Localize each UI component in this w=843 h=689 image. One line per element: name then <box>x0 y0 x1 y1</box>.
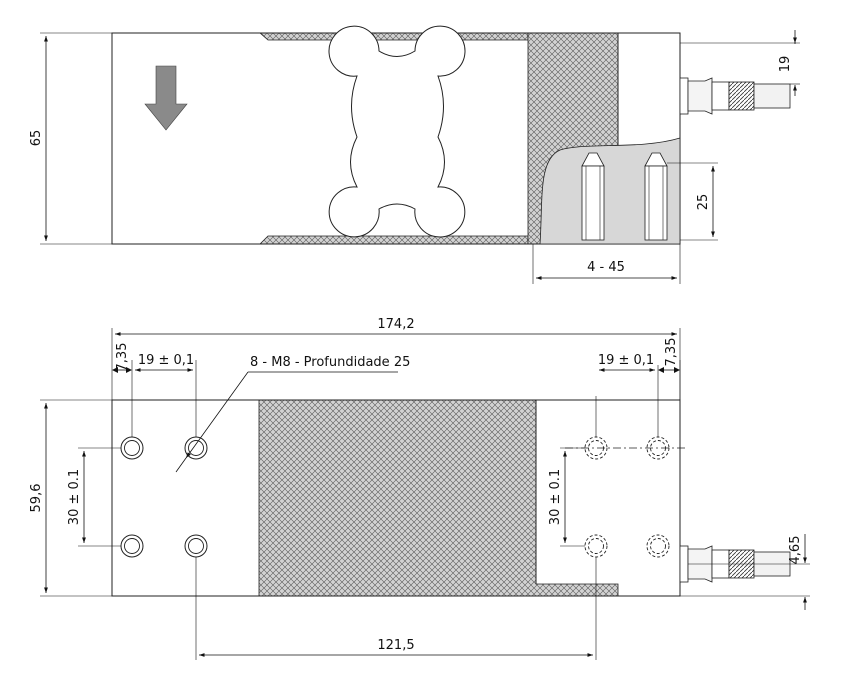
dim-hole-spacing: 4 - 45 <box>587 260 625 275</box>
dim-width: 59,6 <box>29 484 44 513</box>
thread-note: 8 - M8 - Profundidade 25 <box>250 355 410 370</box>
section-thread-hole <box>644 152 668 241</box>
dim-edge-left: 7,35 <box>115 343 130 372</box>
dim-rows-right: 30 ± 0.1 <box>548 469 563 525</box>
dim-edge-right: 7,35 <box>664 338 679 367</box>
binocular-cutout <box>328 25 466 238</box>
dim-center-distance: 121,5 <box>377 638 414 653</box>
dim-height: 65 <box>29 130 44 147</box>
mount-hole <box>184 436 208 460</box>
dim-pitch-left: 19 ± 0,1 <box>138 353 194 368</box>
dim-rows-left: 30 ± 0.1 <box>67 469 82 525</box>
mount-hole-hidden <box>646 534 670 558</box>
bottom-view: 174,2 7,35 19 ± 0,1 8 - M8 - Profundidad… <box>29 317 810 660</box>
cable-bottom <box>679 545 791 583</box>
top-view: 65 19 25 4 - 45 <box>29 25 800 284</box>
down-arrow-icon <box>144 65 188 131</box>
dim-cable-offset-bottom: 4,65 <box>788 536 803 565</box>
mount-hole-hidden <box>584 534 608 558</box>
mount-hole <box>120 534 144 558</box>
section-thread-hole <box>581 152 605 241</box>
bottom-hatch-area <box>258 399 619 597</box>
dim-overall-length: 174,2 <box>377 317 414 332</box>
bottom-hatch-strip <box>259 235 529 245</box>
cable-top <box>679 77 791 115</box>
dim-thread-depth: 25 <box>696 194 711 211</box>
load-cell-body-bottom <box>111 399 681 597</box>
dim-cable-offset-top: 19 <box>778 56 793 73</box>
dim-pitch-right: 19 ± 0,1 <box>598 353 654 368</box>
mount-hole <box>120 436 144 460</box>
top-hatch-strip <box>258 32 529 41</box>
mount-hole <box>184 534 208 558</box>
